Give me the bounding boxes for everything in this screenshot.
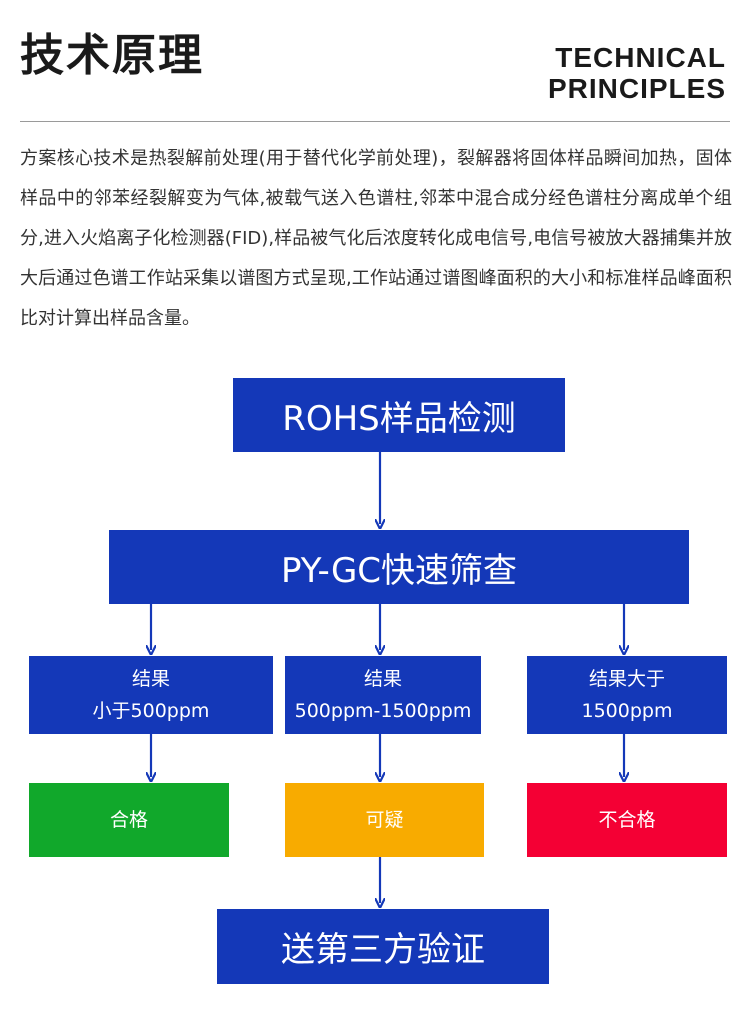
- page-title: 技术原理: [20, 30, 204, 81]
- outcome-suspect-box: 可疑: [285, 783, 484, 857]
- outcome-suspect-label: 可疑: [365, 809, 404, 831]
- result-high-line-2: 1500ppm: [581, 700, 673, 722]
- pygc-screening-label: PY-GC快速筛查: [280, 550, 518, 591]
- result-box-high: 结果大于 1500ppm: [527, 656, 727, 734]
- intro-paragraph: 方案核心技术是热裂解前处理(用于替代化学前处理)，裂解器将固体样品瞬间加热，固体…: [20, 148, 732, 329]
- result-mid-line-1: 结果: [363, 668, 402, 690]
- result-low-line-1: 结果: [131, 668, 170, 690]
- result-low-line-2: 小于500ppm: [92, 700, 210, 722]
- outcome-fail-label: 不合格: [598, 809, 656, 831]
- pygc-screening-box: PY-GC快速筛查: [109, 530, 689, 604]
- outcome-fail-box: 不合格: [527, 783, 727, 857]
- result-mid-line-2: 500ppm-1500ppm: [294, 700, 472, 722]
- result-box-low: 结果 小于500ppm: [29, 656, 273, 734]
- outcome-pass-label: 合格: [109, 809, 148, 831]
- page-title-english: TECHNICAL PRINCIPLES: [548, 42, 726, 104]
- result-high-line-1: 结果大于: [588, 668, 665, 690]
- result-box-mid: 结果 500ppm-1500ppm: [285, 656, 481, 734]
- title-en-line-2: PRINCIPLES: [547, 73, 726, 104]
- third-party-verification-box: 送第三方验证: [217, 909, 549, 984]
- header-divider: [20, 121, 730, 122]
- rohs-detection-box: ROHS样品检测: [233, 378, 565, 452]
- rohs-detection-label: ROHS样品检测: [282, 398, 516, 439]
- title-en-line-1: TECHNICAL: [555, 42, 726, 73]
- third-party-verification-label: 送第三方验证: [281, 930, 485, 970]
- outcome-pass-box: 合格: [29, 783, 229, 857]
